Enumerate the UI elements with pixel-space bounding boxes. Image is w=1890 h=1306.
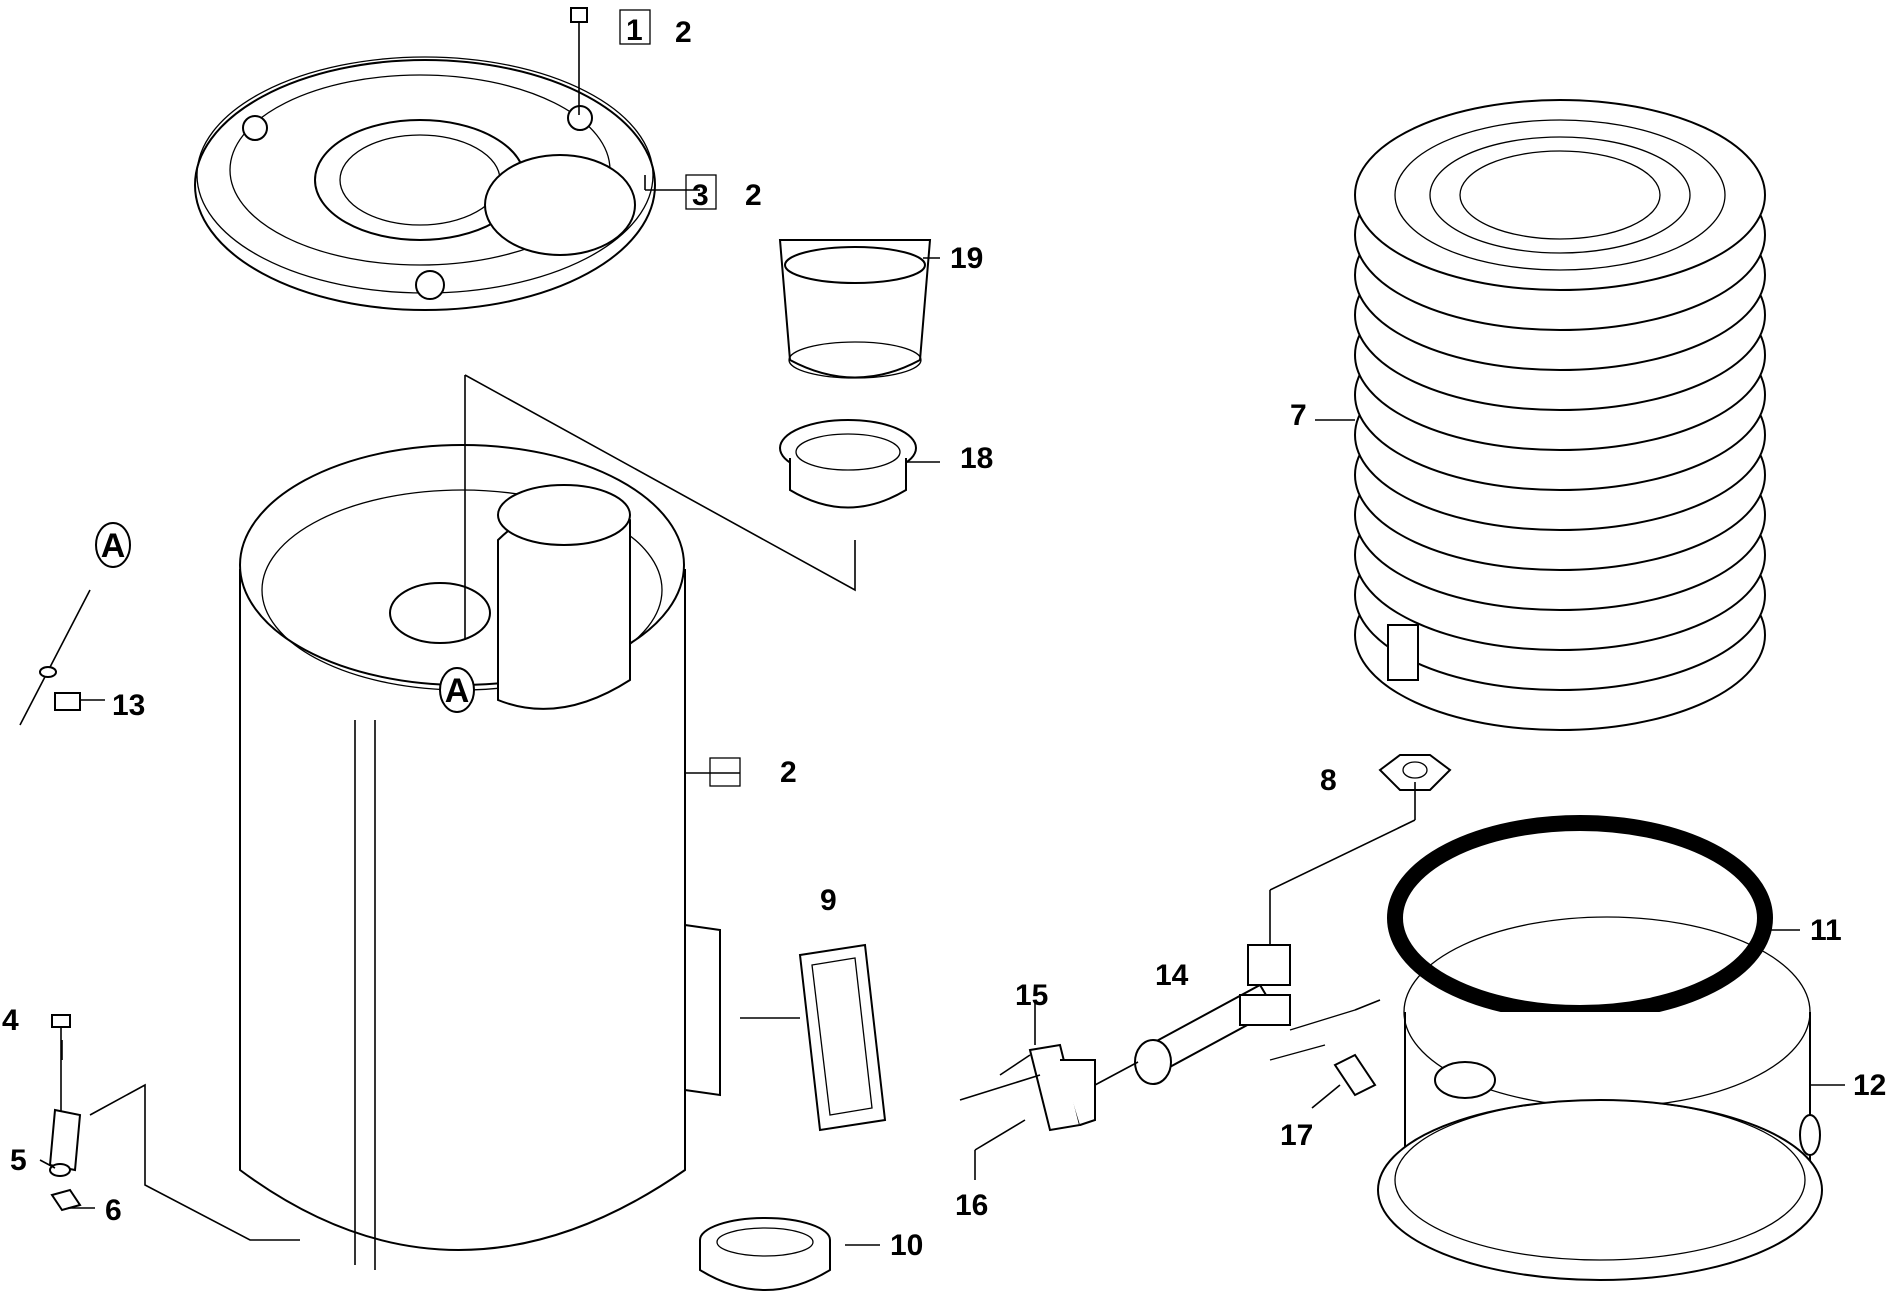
label-9: 9 (820, 884, 837, 917)
cage-part-19 (778, 239, 932, 379)
callout-labels: 1 2 3 2 2 4 5 6 7 8 9 10 11 12 13 14 15 … (2, 14, 1886, 1262)
clip-part-17 (1333, 1053, 1377, 1097)
label-12: 12 (1853, 1069, 1886, 1102)
label-14: 14 (1155, 959, 1189, 992)
nut-part-8 (1378, 754, 1452, 791)
heat-exchanger-coil (1354, 99, 1766, 731)
label-3: 3 (692, 179, 709, 212)
label-17: 17 (1280, 1119, 1313, 1152)
leader-lines (39, 175, 1845, 1246)
label-4: 4 (2, 1004, 19, 1037)
nut-part-6 (50, 1188, 82, 1212)
washer-part-5 (48, 1108, 82, 1177)
burner-assembly-part-14 (1134, 944, 1356, 1085)
label-19: 19 (950, 242, 983, 275)
base-bowl-part-12 (1377, 916, 1823, 1281)
label-11: 11 (1810, 914, 1842, 947)
label-3-qty: 2 (745, 179, 762, 212)
reference-marker-a-bottom: A (439, 667, 475, 713)
label-13: 13 (112, 689, 145, 722)
screws-part-16 (959, 1074, 1041, 1151)
label-8: 8 (1320, 764, 1337, 797)
label-6: 6 (105, 1194, 122, 1227)
label-10: 10 (890, 1229, 923, 1262)
frame-part-9 (798, 943, 887, 1132)
label-7: 7 (1290, 399, 1307, 432)
boxed-labels (619, 9, 741, 787)
reference-marker-a-top: A (95, 522, 131, 568)
ref-a-top: A (101, 527, 126, 565)
label-16: 16 (955, 1189, 988, 1222)
main-cylinder-body (239, 444, 721, 1270)
ring-part-18 (779, 419, 917, 509)
label-5: 5 (10, 1144, 27, 1177)
bracket-part-15 (1028, 1043, 1096, 1132)
probe-part-13 (19, 589, 91, 726)
top-cover-plate (194, 56, 656, 311)
ref-a-bottom: A (445, 672, 470, 710)
bolt-part-1 (570, 7, 588, 115)
ring-part-10 (699, 1217, 831, 1291)
label-18: 18 (960, 442, 993, 475)
label-1-qty: 2 (675, 16, 692, 49)
label-2: 2 (780, 756, 797, 789)
label-15: 15 (1015, 979, 1048, 1012)
label-1: 1 (626, 14, 643, 47)
